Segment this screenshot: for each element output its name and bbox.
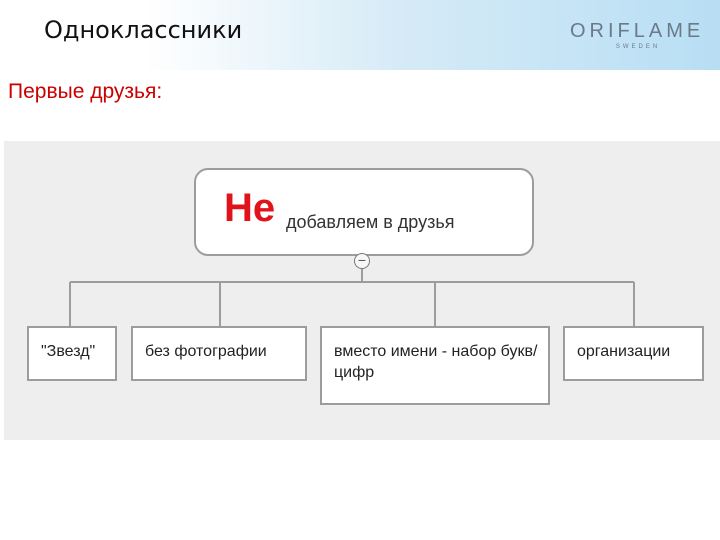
logo-subtext: SWEDEN <box>615 44 661 50</box>
section-subtitle: Первые друзья: <box>8 80 163 103</box>
minus-circle-icon[interactable]: − <box>354 253 370 269</box>
root-node: Не добавляем в друзья <box>194 168 534 256</box>
page-title: Одноклассники <box>44 16 243 44</box>
child-node-no-photo: без фотографии <box>131 326 307 381</box>
child-node-random-name: вместо имени - набор букв/цифр <box>320 326 550 405</box>
header-band <box>0 0 720 70</box>
child-node-stars: "Звезд" <box>27 326 117 381</box>
root-node-text: добавляем в друзья <box>286 212 455 232</box>
oriflame-logo: ORIFLAME SWEDEN <box>570 20 706 50</box>
logo-wordmark: ORIFLAME <box>570 20 705 42</box>
root-node-accent: Не <box>224 186 276 230</box>
child-node-organizations: организации <box>563 326 704 381</box>
